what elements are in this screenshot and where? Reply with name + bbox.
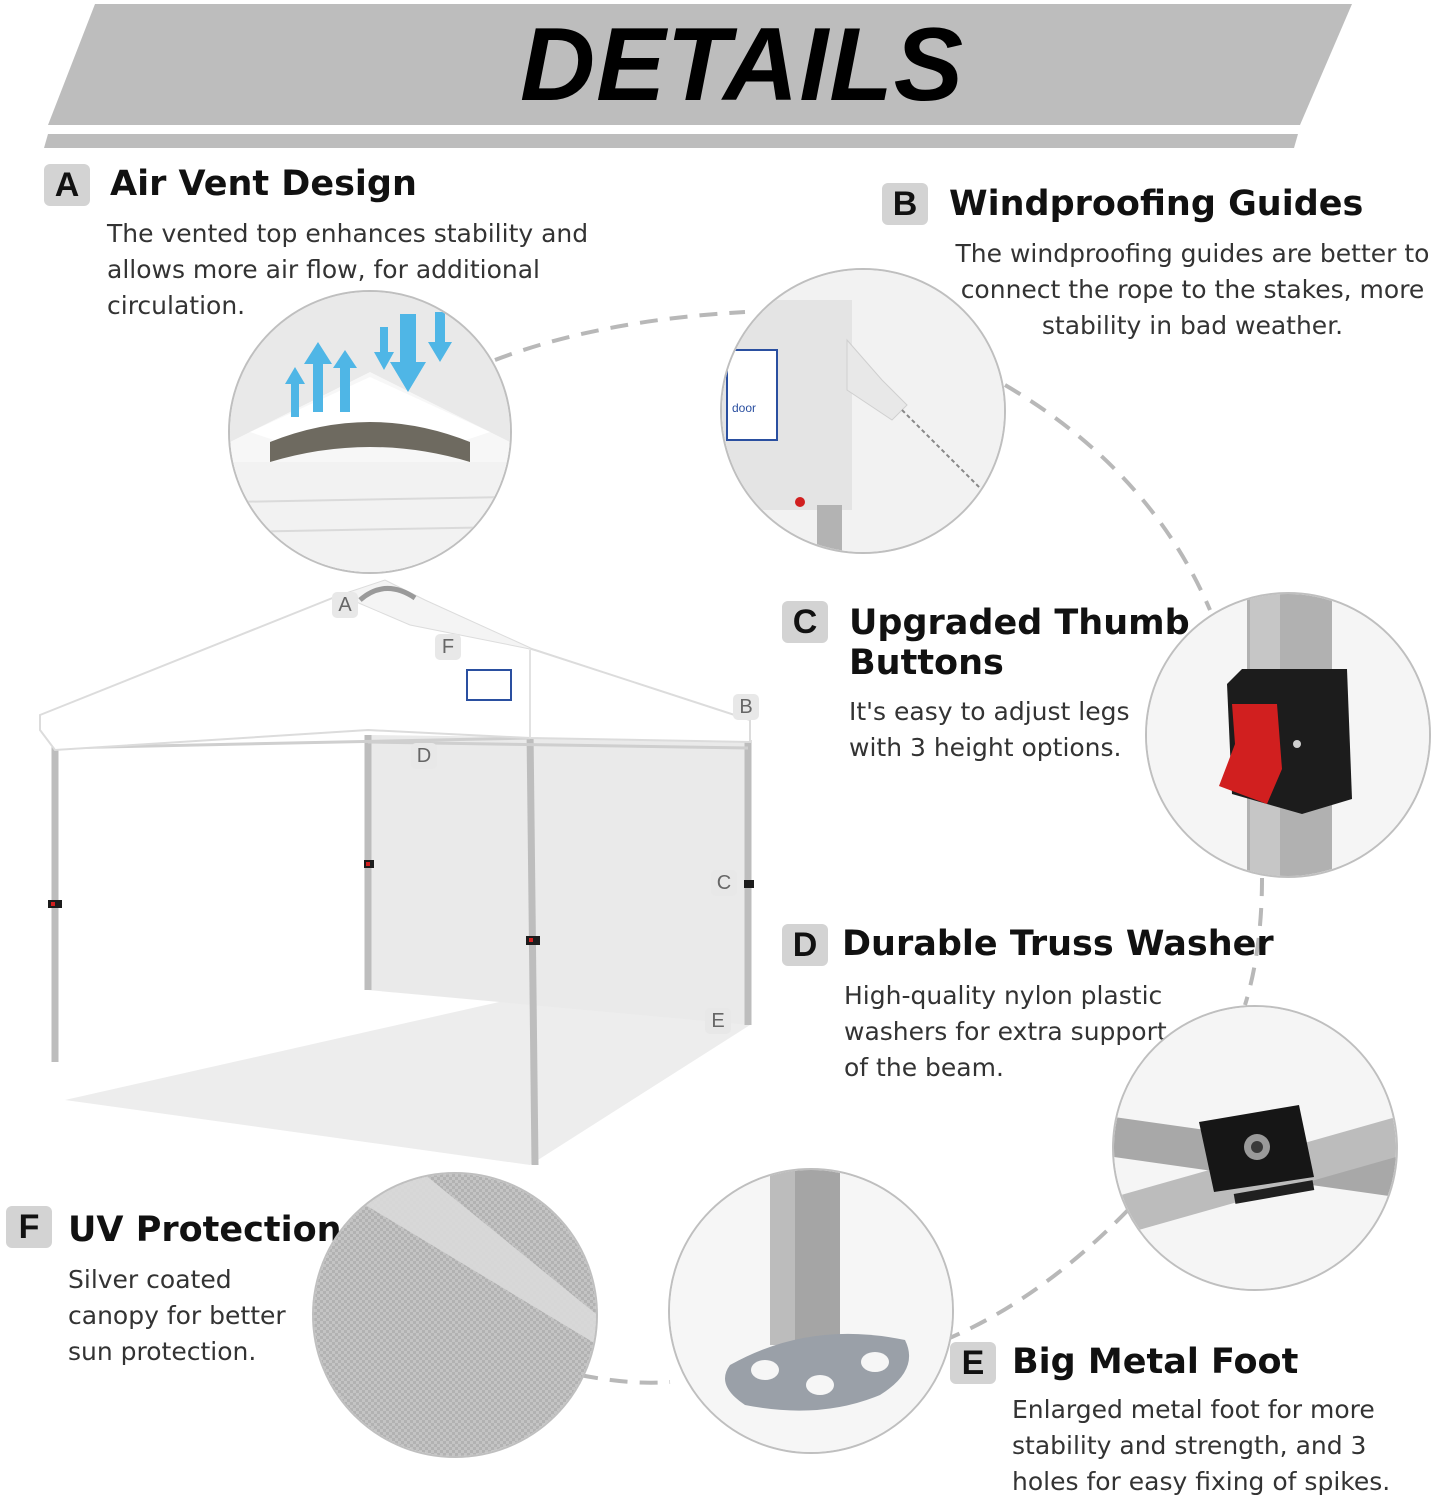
feature-c-title-line1: Upgraded Thumb (849, 603, 1190, 643)
badge-c: C (782, 601, 828, 643)
feature-d-description: High-quality nylon plastic washers for e… (844, 981, 1167, 1082)
badge-a: A (44, 164, 90, 206)
air-vent-detail-image (228, 290, 512, 574)
feature-f-title: UV Protection (68, 1210, 342, 1250)
tent-label-c: C (711, 870, 737, 896)
thumb-button-detail-image (1145, 592, 1431, 878)
details-banner: DETAILS (0, 0, 1443, 160)
feature-c-title-line2: Buttons (849, 643, 1004, 683)
uv-fabric-detail-image (312, 1172, 598, 1458)
metal-foot-detail-image (668, 1168, 954, 1454)
windproofing-guide-detail-image: door (720, 268, 1006, 554)
tent-label-f: F (435, 634, 461, 660)
feature-c-description: It's easy to adjust legs with 3 height o… (849, 697, 1130, 762)
badge-f: F (6, 1206, 52, 1248)
feature-e-description: Enlarged metal foot for more stability a… (1012, 1395, 1391, 1496)
tent-label-a: A (332, 592, 358, 618)
svg-text:door: door (732, 401, 756, 415)
feature-a-title: Air Vent Design (110, 164, 417, 204)
feature-e-title: Big Metal Foot (1012, 1342, 1299, 1382)
banner-shape (44, 4, 1352, 148)
truss-washer-detail-image (1112, 1005, 1398, 1291)
tent-label-b: B (733, 694, 759, 720)
canopy-tent-illustration: A F B D C E (30, 570, 770, 1170)
feature-a-description: The vented top enhances stability and al… (107, 219, 589, 320)
badge-e: E (950, 1342, 996, 1384)
badge-b: B (882, 183, 928, 225)
tent-label-e: E (705, 1008, 731, 1034)
tent-label-d: D (411, 743, 437, 769)
banner-title: DETAILS (520, 7, 965, 123)
badge-d: D (782, 924, 828, 966)
feature-d-title: Durable Truss Washer (842, 924, 1274, 964)
feature-b-description: The windproofing guides are better to co… (955, 239, 1430, 340)
feature-b-title: Windproofing Guides (949, 184, 1364, 224)
feature-f-description: Silver coated canopy for better sun prot… (68, 1265, 286, 1366)
